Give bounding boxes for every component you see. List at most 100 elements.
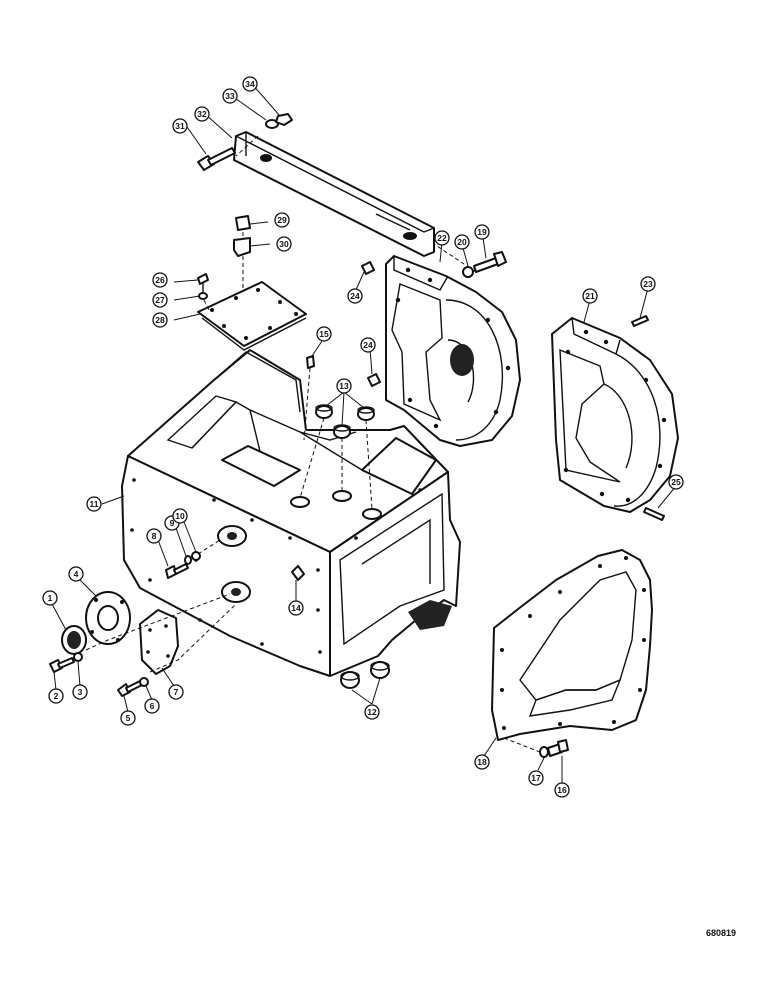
bolt-2 xyxy=(49,657,75,673)
callout-3: 3 xyxy=(72,684,88,700)
dowel-25 xyxy=(643,507,665,521)
callout-20: 20 xyxy=(454,234,470,250)
callout-4: 4 xyxy=(68,566,84,582)
cover-7 xyxy=(139,609,179,675)
callout-15: 15 xyxy=(316,326,332,342)
callout-label: 14 xyxy=(291,603,301,613)
bolt-19 xyxy=(473,251,507,273)
callout-33: 33 xyxy=(222,88,238,104)
callout-label: 31 xyxy=(175,121,185,131)
callout-1: 1 xyxy=(42,590,58,606)
callout-17: 17 xyxy=(528,770,544,786)
callout-label: 16 xyxy=(557,785,567,795)
callout-label: 19 xyxy=(477,227,487,237)
callout-label: 7 xyxy=(174,687,179,697)
dowel-24-lower xyxy=(367,373,381,387)
callout-label: 24 xyxy=(350,291,360,301)
callout-label: 33 xyxy=(225,91,235,101)
callout-label: 6 xyxy=(150,701,155,711)
callout-label: 9 xyxy=(170,518,175,528)
callout-label: 17 xyxy=(531,773,541,783)
figure-number: 680819 xyxy=(706,928,736,938)
callout-label: 30 xyxy=(279,239,289,249)
callout-7: 7 xyxy=(168,684,184,700)
callout-label: 32 xyxy=(197,109,207,119)
washer-6 xyxy=(139,677,149,687)
callout-18: 18 xyxy=(474,754,490,770)
callout-8: 8 xyxy=(146,528,162,544)
callout-19: 19 xyxy=(474,224,490,240)
callout-24-upper: 24 xyxy=(347,288,363,304)
adapter-housing-21 xyxy=(551,317,679,513)
dowel-14 xyxy=(291,565,305,581)
callout-16: 16 xyxy=(554,782,570,798)
callout-11: 11 xyxy=(86,496,102,512)
callout-label: 34 xyxy=(245,79,255,89)
callout-26: 26 xyxy=(152,272,168,288)
nut-34 xyxy=(275,113,293,126)
callout-label: 21 xyxy=(585,291,595,301)
callout-label: 24 xyxy=(363,340,373,350)
callout-label: 15 xyxy=(319,329,329,339)
callout-label: 28 xyxy=(155,315,165,325)
washer-27 xyxy=(198,292,208,300)
callout-24-lower: 24 xyxy=(360,337,376,353)
callout-label: 4 xyxy=(74,569,79,579)
callout-label: 25 xyxy=(671,477,681,487)
callout-14: 14 xyxy=(288,600,304,616)
callout-label: 2 xyxy=(54,691,59,701)
callout-13: 13 xyxy=(336,378,352,394)
dowel-23 xyxy=(631,315,649,327)
washer-9 xyxy=(184,555,192,565)
callout-label: 10 xyxy=(175,511,185,521)
callout-label: 29 xyxy=(277,215,287,225)
callout-label: 26 xyxy=(155,275,165,285)
adapter-30 xyxy=(233,237,251,257)
callout-10: 10 xyxy=(172,508,188,524)
callout-22: 22 xyxy=(434,230,450,246)
callout-label: 12 xyxy=(367,707,377,717)
retainer-4 xyxy=(85,591,131,645)
callout-label: 13 xyxy=(339,381,349,391)
callout-25: 25 xyxy=(668,474,684,490)
callout-30: 30 xyxy=(276,236,292,252)
washer-20 xyxy=(462,266,474,278)
brace-bar xyxy=(233,131,435,257)
callout-29: 29 xyxy=(274,212,290,228)
dowel-24-upper xyxy=(361,261,375,275)
callout-32: 32 xyxy=(194,106,210,122)
bolt-26 xyxy=(197,273,209,292)
callout-label: 22 xyxy=(437,233,447,243)
callout-5: 5 xyxy=(120,710,136,726)
callout-21: 21 xyxy=(582,288,598,304)
cover-plate xyxy=(197,281,307,351)
adapter-housing-22 xyxy=(385,255,521,447)
callout-label: 3 xyxy=(78,687,83,697)
callout-label: 11 xyxy=(90,499,99,509)
bolt-8 xyxy=(165,563,189,579)
callout-23: 23 xyxy=(640,276,656,292)
callout-27: 27 xyxy=(152,292,168,308)
callout-2: 2 xyxy=(48,688,64,704)
flywheel-cover xyxy=(491,549,653,741)
breather-29 xyxy=(235,215,251,231)
callout-28: 28 xyxy=(152,312,168,328)
washer-17 xyxy=(539,746,549,758)
dowel-15 xyxy=(306,355,315,369)
callout-label: 18 xyxy=(477,757,487,767)
bolt-31 xyxy=(197,147,236,171)
callout-31: 31 xyxy=(172,118,188,134)
callout-label: 5 xyxy=(126,713,131,723)
callout-label: 8 xyxy=(152,531,157,541)
callout-label: 27 xyxy=(155,295,165,305)
callout-34: 34 xyxy=(242,76,258,92)
callout-label: 1 xyxy=(48,593,53,603)
callout-label: 20 xyxy=(457,237,467,247)
main-housing xyxy=(121,349,461,677)
callout-12: 12 xyxy=(364,704,380,720)
callout-label: 23 xyxy=(643,279,653,289)
bushing-12 xyxy=(340,661,390,689)
callout-6: 6 xyxy=(144,698,160,714)
washer-3 xyxy=(73,652,83,662)
